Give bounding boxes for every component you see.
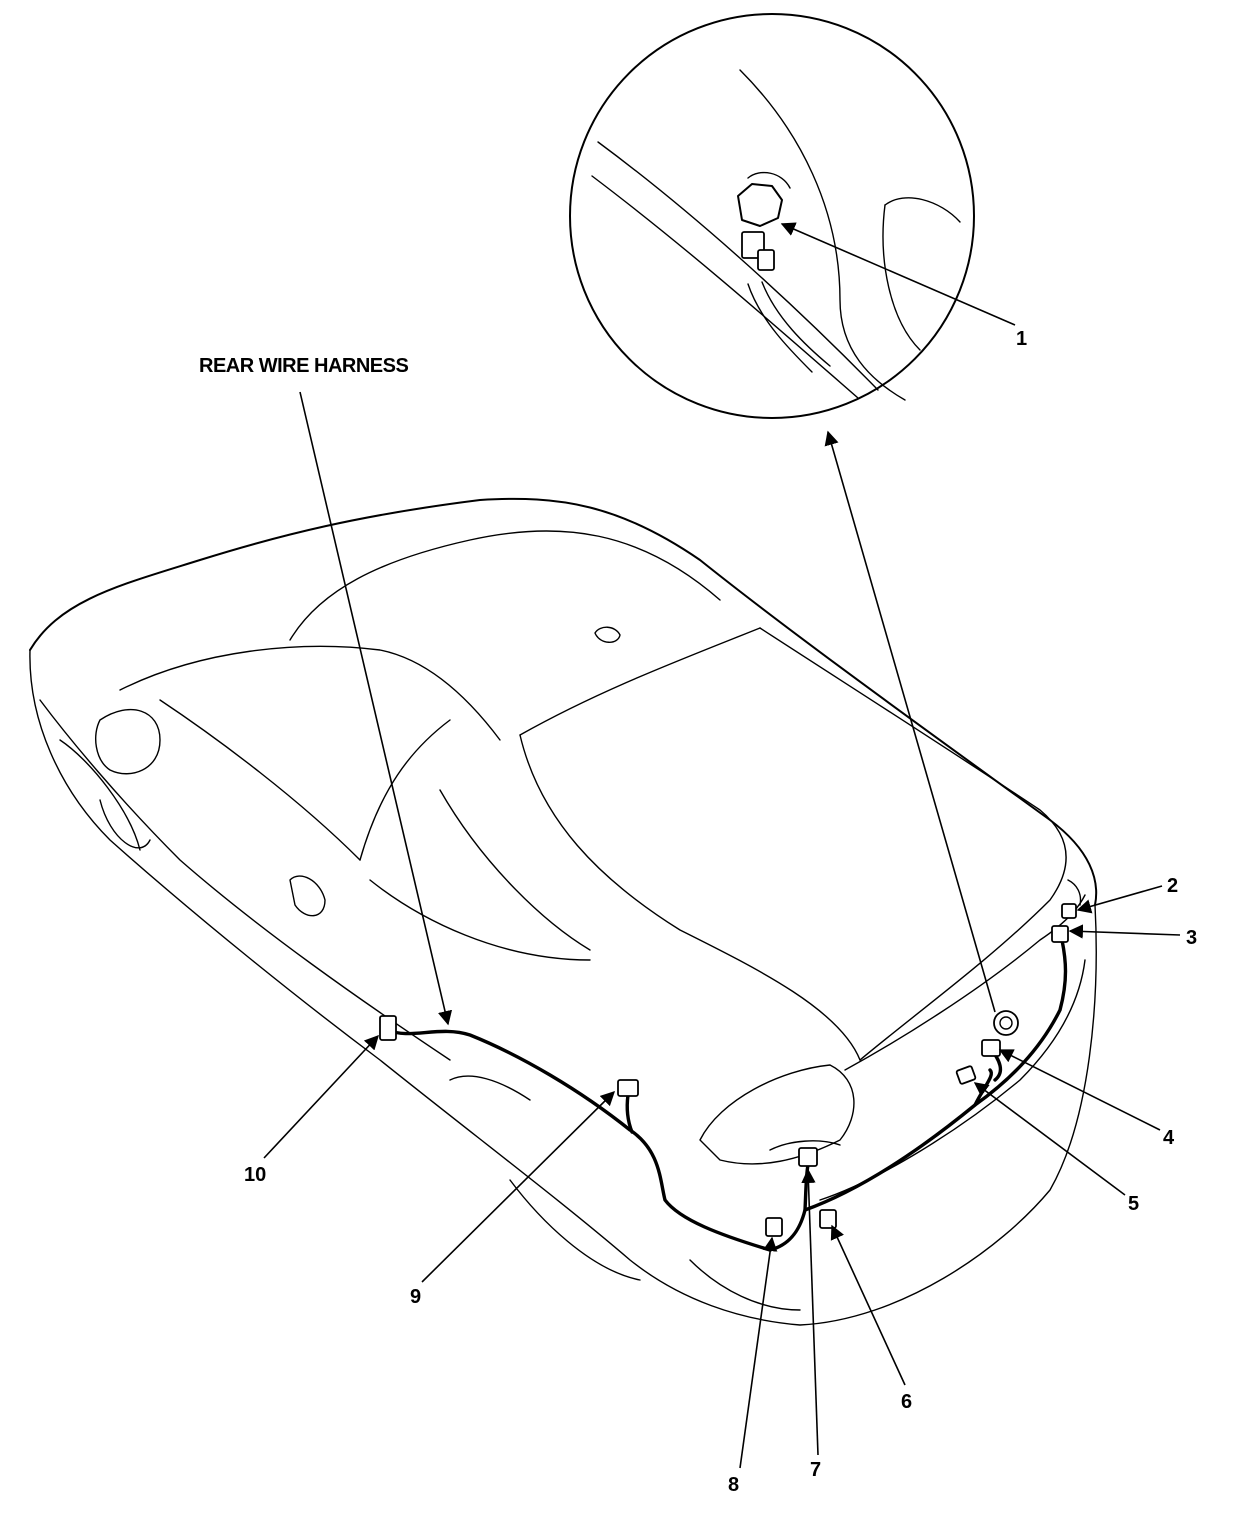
ground-terminal (993, 1010, 1019, 1036)
connector-4 (981, 1039, 1001, 1057)
callout-3: 3 (1186, 927, 1197, 949)
connector-5 (955, 1065, 977, 1085)
labels: REAR WIRE HARNESS 1 2 3 4 5 6 7 8 9 10 (199, 328, 1197, 1496)
callout-6: 6 (901, 1391, 912, 1413)
callout-9: 9 (410, 1286, 421, 1308)
detail-view-circle (569, 13, 975, 419)
callout-10: 10 (244, 1164, 266, 1186)
car-body (29, 497, 1098, 1326)
connectors (379, 903, 1077, 1237)
connector-9 (617, 1079, 639, 1097)
callout-8: 8 (728, 1474, 739, 1496)
connector-2 (1061, 903, 1077, 919)
harness-wire (386, 938, 1068, 1252)
leader-lines (263, 222, 1181, 1469)
connector-7 (798, 1147, 818, 1167)
connector-8 (765, 1217, 783, 1237)
callout-7: 7 (810, 1459, 821, 1481)
ground-bolt (737, 171, 791, 271)
harness-label: REAR WIRE HARNESS (199, 355, 408, 377)
callout-2: 2 (1167, 875, 1178, 897)
callout-1: 1 (1016, 328, 1027, 350)
connector-6 (819, 1209, 837, 1229)
connector-3 (1051, 925, 1069, 943)
callout-4: 4 (1163, 1127, 1175, 1149)
callout-5: 5 (1128, 1193, 1139, 1215)
connector-10 (379, 1015, 397, 1041)
